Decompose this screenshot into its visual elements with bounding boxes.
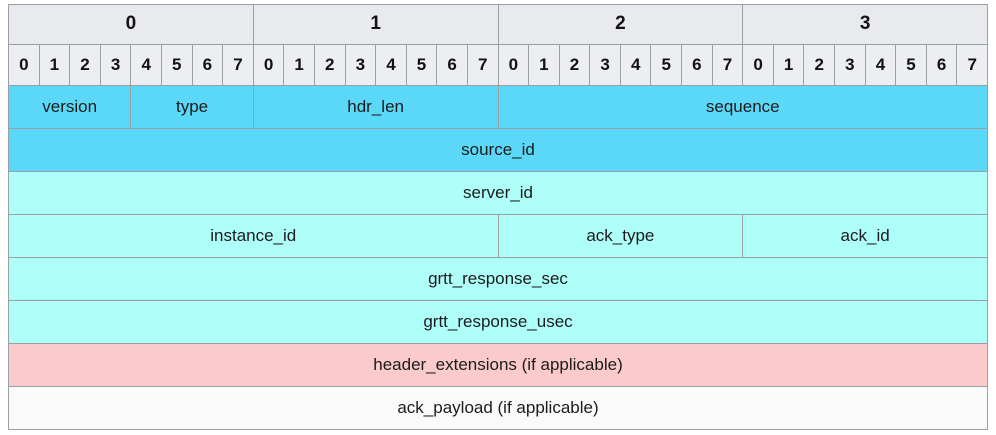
bit-offset-label-14: 6 bbox=[436, 44, 468, 86]
bit-offset-label-18: 2 bbox=[558, 44, 591, 86]
bit-offset-label-12: 4 bbox=[375, 44, 407, 86]
bit-offset-label-8: 0 bbox=[252, 44, 285, 86]
bit-offset-label-16: 0 bbox=[497, 44, 530, 86]
bit-offset-label-3: 3 bbox=[99, 44, 132, 86]
bit-offset-label-4: 4 bbox=[130, 44, 162, 86]
packet-field-row: grtt_response_usec bbox=[8, 300, 988, 344]
bit-offset-label-2: 2 bbox=[69, 44, 101, 86]
bit-offset-label-23: 7 bbox=[711, 44, 744, 86]
packet-field-type: type bbox=[130, 85, 254, 129]
packet-field-instance-id: instance_id bbox=[8, 214, 499, 258]
packet-field-source-id: source_id bbox=[8, 128, 988, 172]
bit-offset-label-27: 3 bbox=[834, 44, 866, 86]
byte-offset-label-2: 2 bbox=[497, 4, 744, 45]
packet-field-row: ack_payload (if applicable) bbox=[8, 386, 988, 430]
byte-offset-label-3: 3 bbox=[742, 4, 988, 45]
bit-offset-label-19: 3 bbox=[589, 44, 621, 86]
bit-offset-label-5: 5 bbox=[160, 44, 193, 86]
bit-offset-label-15: 7 bbox=[466, 44, 499, 86]
bit-offset-label-11: 3 bbox=[344, 44, 377, 86]
byte-offset-label-0: 0 bbox=[8, 4, 254, 45]
packet-field-header-extensions: header_extensions (if applicable) bbox=[8, 343, 988, 387]
packet-field-ack-type: ack_type bbox=[497, 214, 744, 258]
packet-field-row: header_extensions (if applicable) bbox=[8, 343, 988, 387]
packet-field-row: grtt_response_sec bbox=[8, 257, 988, 301]
packet-field-row: source_id bbox=[8, 128, 988, 172]
packet-field-version: version bbox=[7, 85, 132, 129]
packet-field-row: server_id bbox=[8, 171, 988, 215]
packet-field-grtt-response-sec: grtt_response_sec bbox=[8, 257, 988, 301]
bit-offset-label-17: 1 bbox=[528, 44, 560, 86]
bit-offset-label-9: 1 bbox=[283, 44, 315, 86]
bit-offset-label-26: 2 bbox=[803, 44, 836, 86]
bit-offset-label-30: 6 bbox=[925, 44, 958, 86]
bit-offset-label-1: 1 bbox=[38, 44, 71, 86]
bit-offset-label-13: 5 bbox=[405, 44, 438, 86]
packet-field-server-id: server_id bbox=[8, 171, 988, 215]
packet-field-hdr-len: hdr_len bbox=[252, 85, 499, 129]
byte-offset-label-1: 1 bbox=[252, 4, 499, 45]
bit-offset-label-25: 1 bbox=[772, 44, 805, 86]
bit-offset-label-29: 5 bbox=[895, 44, 927, 86]
bit-offset-label-10: 2 bbox=[313, 44, 346, 86]
bit-offset-label-6: 6 bbox=[191, 44, 224, 86]
bit-offset-label-22: 6 bbox=[681, 44, 713, 86]
bit-offset-label-0: 0 bbox=[8, 44, 40, 86]
packet-field-grtt-response-usec: grtt_response_usec bbox=[8, 300, 988, 344]
bit-offset-label-28: 4 bbox=[864, 44, 897, 86]
bit-offset-label-7: 7 bbox=[222, 44, 254, 86]
bit-offset-label-20: 4 bbox=[619, 44, 652, 86]
packet-field-ack-payload: ack_payload (if applicable) bbox=[8, 386, 988, 430]
packet-field-sequence: sequence bbox=[497, 85, 988, 129]
bit-offset-label-21: 5 bbox=[650, 44, 683, 86]
bit-offset-label-31: 7 bbox=[956, 44, 988, 86]
bit-offset-label-24: 0 bbox=[742, 44, 774, 86]
packet-field-ack-id: ack_id bbox=[742, 214, 988, 258]
